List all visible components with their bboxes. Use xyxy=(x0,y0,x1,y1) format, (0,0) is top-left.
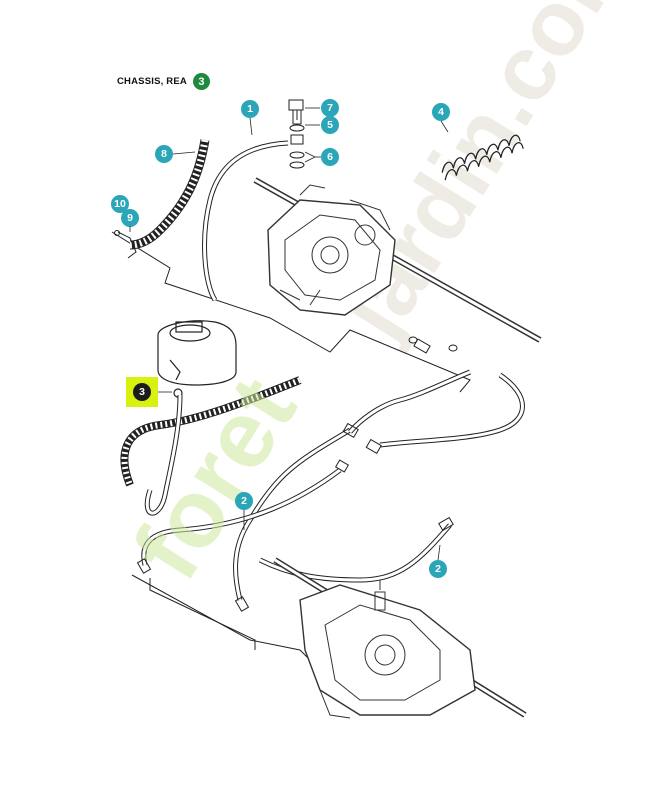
hose-right xyxy=(379,372,525,448)
frame-outline-lower-2 xyxy=(149,578,256,650)
callout-2-right[interactable]: 2 xyxy=(429,560,447,578)
callout-7[interactable]: 7 xyxy=(321,99,339,117)
callout-4[interactable]: 4 xyxy=(432,103,450,121)
spring-4 xyxy=(441,134,524,181)
frame-outline-lower xyxy=(131,574,311,661)
frame-outline xyxy=(111,231,471,393)
callout-8[interactable]: 8 xyxy=(155,145,173,163)
section-title: CHASSIS, REA xyxy=(117,76,187,87)
section-badge: 3 xyxy=(192,73,210,90)
fittings-group xyxy=(288,99,305,169)
clamp-9 xyxy=(117,231,137,259)
callout-10[interactable]: 10 xyxy=(111,195,129,213)
lower-transaxle xyxy=(273,557,527,719)
reservoir-tank xyxy=(157,320,237,398)
callout-1[interactable]: 1 xyxy=(241,100,259,118)
callout-2-left[interactable]: 2 xyxy=(235,492,253,510)
callout-3[interactable]: 3 xyxy=(133,383,151,401)
sleeve-8 xyxy=(129,139,210,250)
callout-6[interactable]: 6 xyxy=(321,148,339,166)
callout-3-highlight[interactable]: 3 xyxy=(126,377,158,407)
callout-9[interactable]: 9 xyxy=(121,209,139,227)
section-header: CHASSIS, REA 3 xyxy=(117,73,210,90)
upper-transaxle xyxy=(253,177,542,343)
callout-5[interactable]: 5 xyxy=(321,116,339,134)
